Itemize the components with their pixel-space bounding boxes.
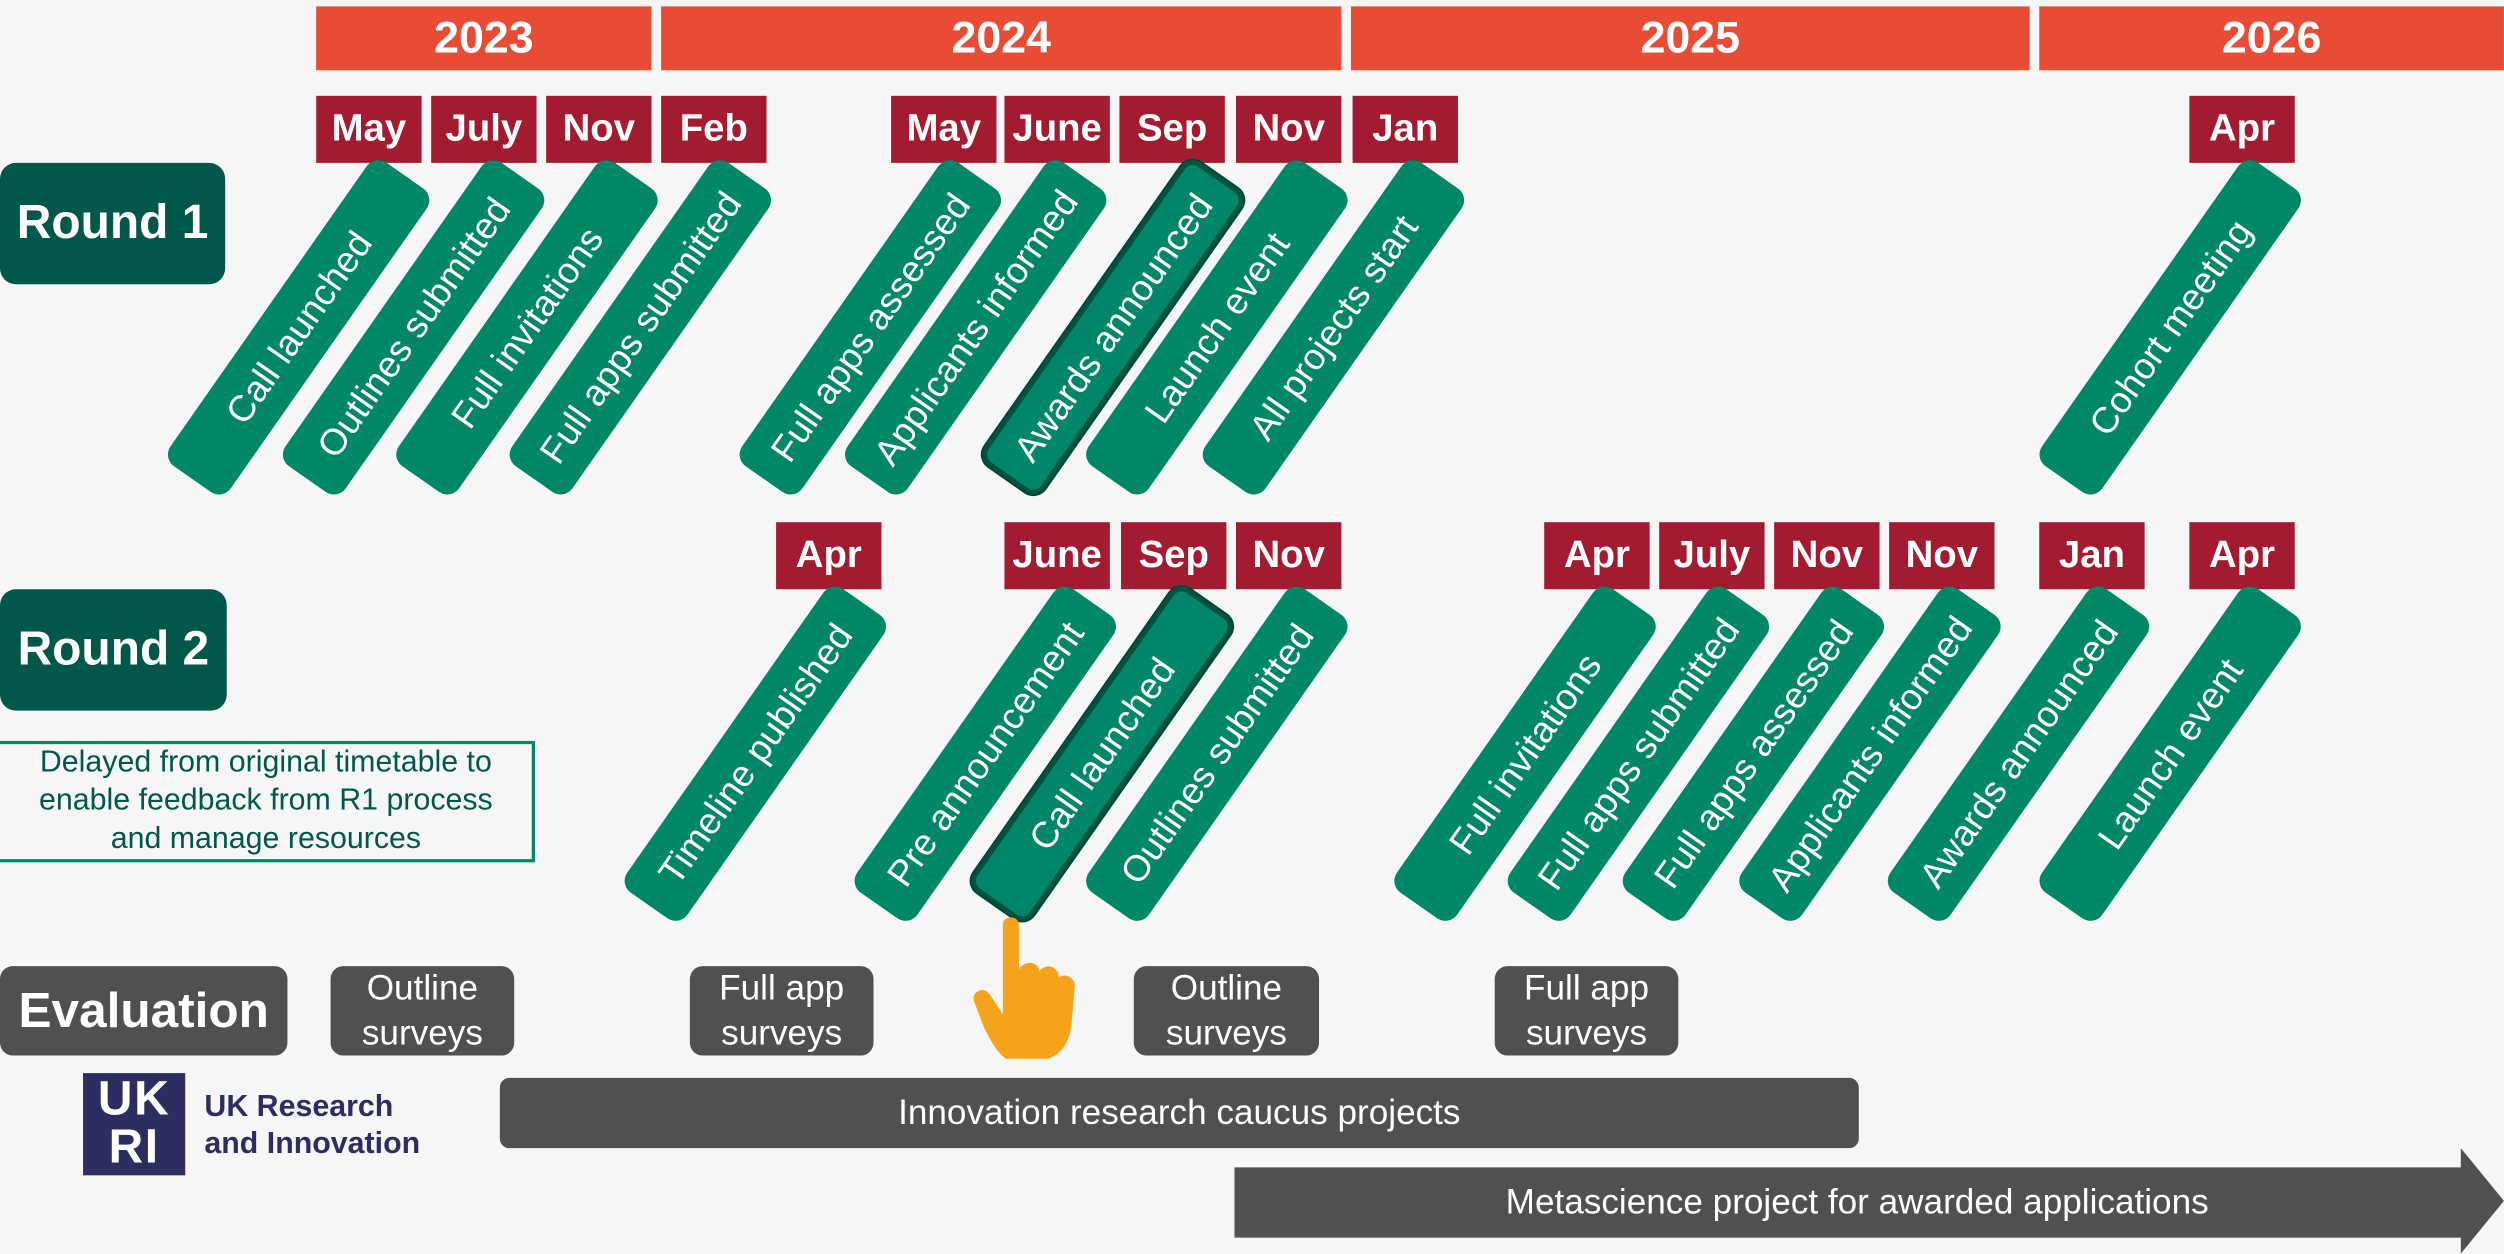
logo-line: UK Research [204, 1090, 394, 1125]
survey-box: Outline surveys [1133, 966, 1320, 1056]
survey-line: surveys [1525, 1012, 1648, 1053]
round2-month: Apr [2189, 522, 2295, 590]
survey-box: Full app surveys [1494, 966, 1679, 1056]
year-header-2024: 2024 [661, 6, 1342, 71]
survey-line: surveys [1165, 1012, 1287, 1053]
round-1-label: Round 1 [0, 162, 226, 285]
ukri-logo-mark: UKRI [83, 1073, 186, 1176]
note-line: enable feedback from R1 process [39, 784, 493, 818]
hand-pointer-icon [973, 917, 1075, 1059]
round-2-label: Round 2 [0, 589, 227, 711]
ukri-logo-text: UK Research and Innovation [204, 1089, 420, 1162]
metascience-arrow-shape [1234, 1148, 2504, 1254]
round1-month: Sep [1119, 95, 1225, 163]
round2-month: Nov [1236, 522, 1342, 590]
round2-month: Nov [1774, 522, 1880, 590]
round1-month: May [891, 95, 997, 163]
round2-milestone: Timeline published [618, 580, 892, 927]
note-line: and manage resources [110, 822, 422, 856]
survey-line: surveys [721, 1012, 843, 1053]
round1-month: Nov [1236, 95, 1342, 163]
survey-line: Full app [1524, 967, 1650, 1008]
round2-month: Apr [1544, 522, 1650, 590]
round1-milestone: Cohort meeting [2033, 154, 2307, 501]
survey-line: surveys [361, 1012, 483, 1053]
round1-month: Feb [661, 95, 767, 163]
survey-box: Full app surveys [689, 966, 874, 1056]
round2-delay-note: Delayed from original timetable to enabl… [0, 740, 535, 863]
round1-month: July [431, 95, 537, 163]
round2-month: Apr [776, 522, 882, 590]
note-line: Delayed from original timetable to [39, 745, 492, 780]
round2-month: Sep [1121, 522, 1227, 590]
ukri-logo-letters: UKRI [97, 1073, 171, 1174]
round2-month: June [1004, 522, 1110, 590]
round1-month: Apr [2189, 95, 2295, 163]
year-header-2025: 2025 [1350, 6, 2030, 71]
metascience-bar: Metascience project for awarded applicat… [1505, 1181, 2209, 1222]
survey-line: Full app [719, 967, 845, 1008]
round1-month: Nov [546, 95, 652, 163]
year-header-2026: 2026 [2039, 6, 2504, 71]
round1-month: June [1004, 95, 1110, 163]
round2-month: Jan [2039, 522, 2145, 590]
survey-line: Outline [1170, 967, 1283, 1008]
survey-line: Outline [366, 967, 479, 1008]
evaluation-label: Evaluation [0, 966, 288, 1056]
round2-month: July [1659, 522, 1765, 590]
round2-month: Nov [1889, 522, 1995, 590]
caucus-projects-bar: Innovation research caucus projects [499, 1077, 1859, 1149]
year-header-2023: 2023 [316, 6, 652, 71]
logo-line: and Innovation [204, 1127, 421, 1161]
round1-month: May [316, 95, 422, 163]
round1-month: Jan [1352, 95, 1458, 163]
survey-box: Outline surveys [330, 966, 515, 1056]
